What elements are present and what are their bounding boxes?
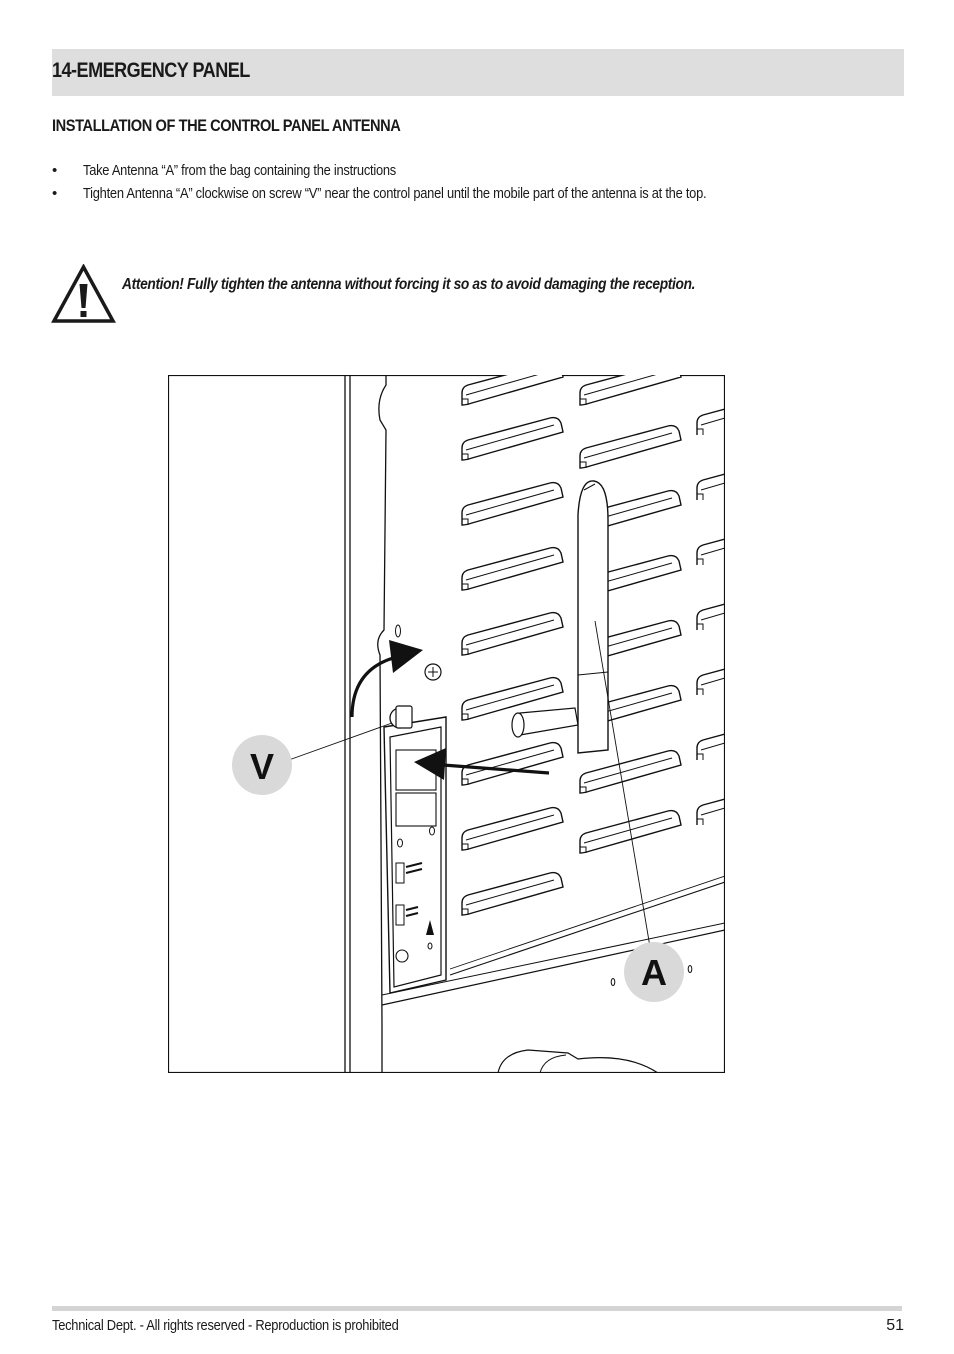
- warning-text: Attention! Fully tighten the antenna wit…: [122, 276, 696, 293]
- subsection-title: INSTALLATION OF THE CONTROL PANEL ANTENN…: [52, 116, 401, 135]
- footer-divider: [52, 1306, 902, 1311]
- callout-v-label: V: [250, 746, 274, 787]
- rotation-arrow: [350, 640, 423, 718]
- warning-triangle-icon: [51, 263, 116, 324]
- footer-copyright: Technical Dept. - All rights reserved - …: [52, 1317, 399, 1334]
- lower-component: [497, 1049, 659, 1073]
- bullet-marker: •: [52, 185, 57, 202]
- callout-a: A: [594, 620, 684, 1002]
- callout-v: V: [232, 722, 393, 795]
- antenna-a: [511, 480, 609, 754]
- step-text: Tighten Antenna “A” clockwise on screw “…: [83, 185, 707, 202]
- section-header: 14-EMERGENCY PANEL: [52, 49, 904, 96]
- bullet-marker: •: [52, 162, 57, 179]
- section-title: 14-EMERGENCY PANEL: [52, 59, 250, 82]
- housing-frame: [344, 375, 725, 1073]
- screw-v: [389, 624, 442, 729]
- step-text: Take Antenna “A” from the bag containing…: [83, 162, 397, 179]
- page-number: 51: [886, 1317, 904, 1334]
- control-panel: [383, 716, 447, 994]
- antenna-installation-figure: V A: [168, 375, 725, 1073]
- insert-arrow: [414, 748, 550, 780]
- callout-a-label: A: [641, 952, 667, 993]
